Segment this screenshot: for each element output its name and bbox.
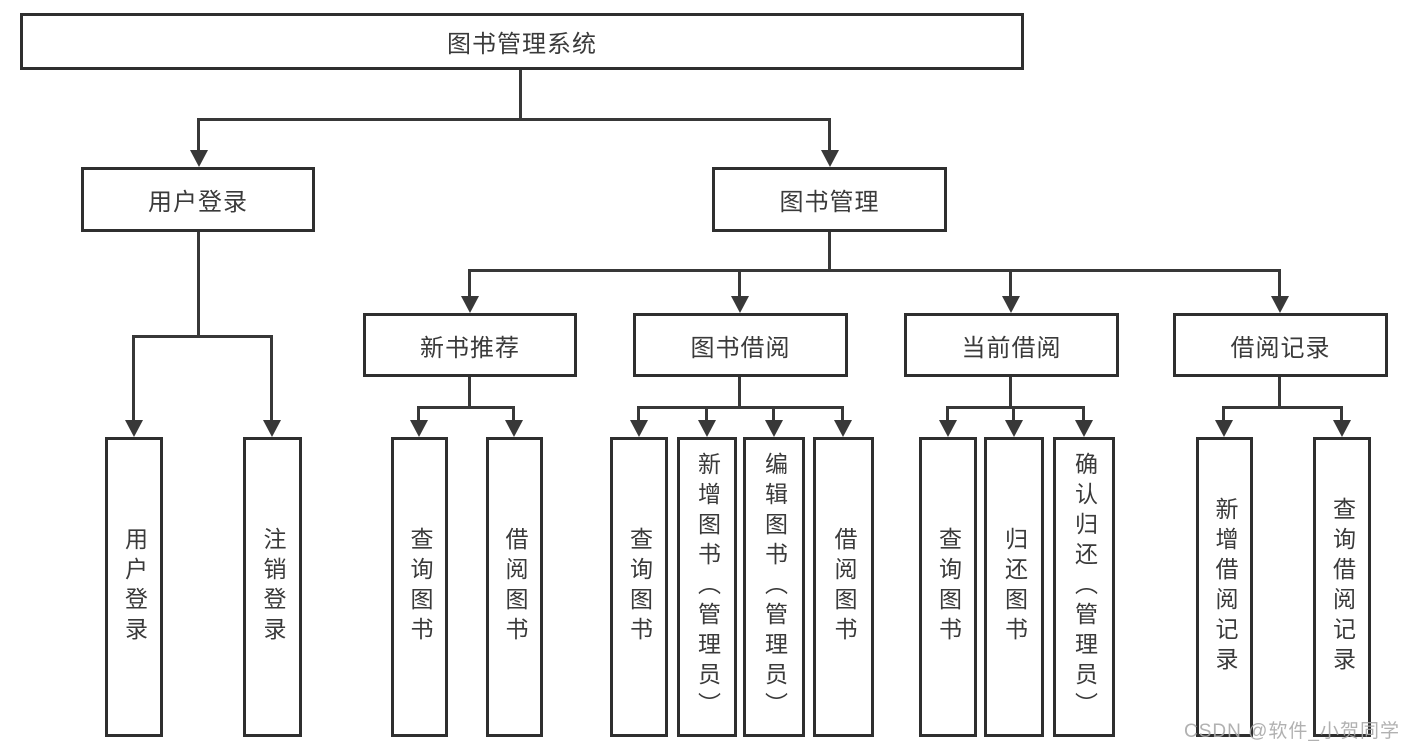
node-label: 编辑图书（管理员） <box>761 452 788 722</box>
arrow-down-icon <box>630 420 648 437</box>
arrow-down-icon <box>505 420 523 437</box>
arrow-down-icon <box>1005 420 1023 437</box>
node-current-borrowing: 当前借阅 <box>904 313 1119 377</box>
arrow-down-icon <box>731 296 749 313</box>
connector-line <box>1009 269 1012 299</box>
connector-line <box>519 69 522 121</box>
connector-line <box>197 118 831 121</box>
connector-line <box>468 376 471 409</box>
leaf-query-books-recommend: 查询图书 <box>391 437 448 737</box>
arrow-down-icon <box>821 150 839 167</box>
arrow-down-icon <box>698 420 716 437</box>
connector-line <box>705 406 708 424</box>
node-label: 借阅图书 <box>502 527 528 647</box>
connector-line <box>468 269 1281 272</box>
node-borrowing-records: 借阅记录 <box>1173 313 1388 377</box>
arrow-down-icon <box>263 420 281 437</box>
node-label: 用户登录 <box>148 189 248 216</box>
arrow-down-icon <box>939 420 957 437</box>
connector-line <box>197 232 200 337</box>
connector-line <box>417 406 420 424</box>
connector-line <box>1340 406 1343 424</box>
arrow-down-icon <box>1333 420 1351 437</box>
node-label: 当前借阅 <box>961 334 1062 362</box>
arrow-down-icon <box>125 420 143 437</box>
connector-line <box>270 335 273 422</box>
node-label: 图书管理 <box>779 189 880 216</box>
node-book-borrowing: 图书借阅 <box>633 313 848 377</box>
connector-line <box>1012 406 1015 424</box>
watermark: CSDN @软件_小贺同学 <box>1184 721 1400 742</box>
connector-line <box>946 406 949 424</box>
connector-line <box>738 269 741 299</box>
node-new-book-recommendation: 新书推荐 <box>363 313 577 377</box>
connector-line <box>637 406 844 409</box>
leaf-borrow-books: 借阅图书 <box>813 437 874 737</box>
connector-line <box>772 406 775 424</box>
node-label: 用户登录 <box>121 527 148 647</box>
node-library-management-system: 图书管理系统 <box>20 13 1024 70</box>
leaf-confirm-return-admin: 确认归还（管理员） <box>1053 437 1115 737</box>
node-label: 确认归还（管理员） <box>1071 452 1098 722</box>
arrow-down-icon <box>1271 296 1289 313</box>
node-label: 图书借阅 <box>690 334 791 362</box>
arrow-down-icon <box>461 296 479 313</box>
connector-line <box>468 269 471 299</box>
node-label: 新书推荐 <box>420 334 520 362</box>
arrow-down-icon <box>1002 296 1020 313</box>
arrow-down-icon <box>1215 420 1233 437</box>
connector-line <box>132 335 135 422</box>
connector-line <box>417 406 515 409</box>
connector-line <box>1082 406 1085 424</box>
connector-line <box>946 406 1085 409</box>
arrow-down-icon <box>190 150 208 167</box>
connector-line <box>197 118 200 152</box>
connector-line <box>1222 406 1343 409</box>
node-label: 查询借阅记录 <box>1329 497 1356 677</box>
connector-line <box>1222 406 1225 424</box>
connector-line <box>512 406 515 424</box>
node-label: 归还图书 <box>1001 527 1028 647</box>
node-label: 新增借阅记录 <box>1212 497 1238 677</box>
connector-line <box>132 335 273 338</box>
node-label: 借阅图书 <box>831 527 857 647</box>
leaf-edit-books-admin: 编辑图书（管理员） <box>743 437 805 737</box>
node-book-management: 图书管理 <box>712 167 947 232</box>
node-label: 借阅记录 <box>1230 334 1331 362</box>
leaf-borrow-books-recommend: 借阅图书 <box>486 437 543 737</box>
connector-line <box>1278 269 1281 299</box>
node-label: 查询图书 <box>626 527 653 647</box>
leaf-query-books-borrowing: 查询图书 <box>610 437 668 737</box>
connector-line <box>1278 376 1281 409</box>
node-label: 注销登录 <box>260 527 286 647</box>
leaf-query-books-current: 查询图书 <box>919 437 977 737</box>
leaf-user-login: 用户登录 <box>105 437 163 737</box>
node-label: 查询图书 <box>935 527 962 647</box>
arrow-down-icon <box>1075 420 1093 437</box>
arrow-down-icon <box>765 420 783 437</box>
leaf-add-books-admin: 新增图书（管理员） <box>677 437 737 737</box>
connector-line <box>637 406 640 424</box>
arrow-down-icon <box>834 420 852 437</box>
leaf-logout: 注销登录 <box>243 437 302 737</box>
connector-line <box>828 118 831 152</box>
leaf-query-borrow-record: 查询借阅记录 <box>1313 437 1371 737</box>
node-label: 图书管理系统 <box>447 31 597 58</box>
leaf-return-books: 归还图书 <box>984 437 1044 737</box>
node-label: 新增图书（管理员） <box>694 452 721 722</box>
connector-line <box>828 232 831 272</box>
arrow-down-icon <box>410 420 428 437</box>
node-user-login: 用户登录 <box>81 167 315 232</box>
node-label: 查询图书 <box>407 527 433 647</box>
connector-line <box>1009 376 1012 409</box>
leaf-add-borrow-record: 新增借阅记录 <box>1196 437 1253 737</box>
connector-line <box>738 376 741 409</box>
connector-line <box>841 406 844 424</box>
